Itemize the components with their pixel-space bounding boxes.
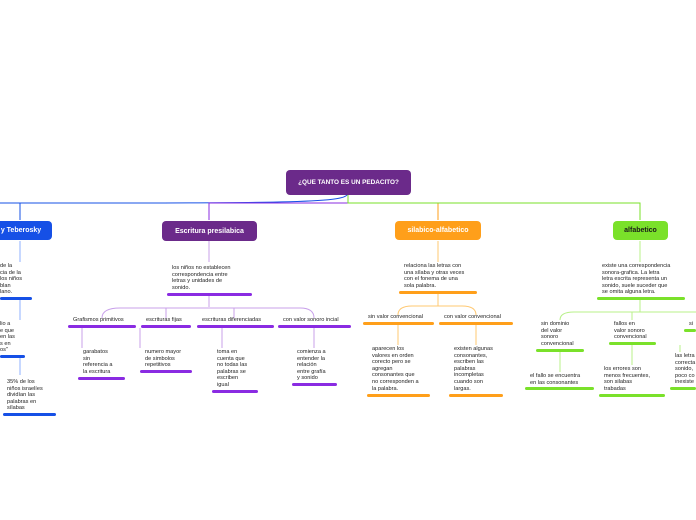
root-topic[interactable]: ¿QUE TANTO ES UN PEDACITO? bbox=[286, 170, 411, 195]
alfabetico-child-1-label: sin dominio del valor sonoro convenciona… bbox=[541, 321, 574, 347]
presilabica-child-2-desc: numero mayor de simbolos repetitivos bbox=[145, 349, 182, 369]
alfabetico-desc-underline bbox=[597, 297, 685, 300]
ferreiro-underline-2 bbox=[0, 355, 25, 358]
presilabica-child-1-desc: garabatos sin referencia a la escritura bbox=[83, 349, 113, 375]
alfabetico-child-2-underline bbox=[609, 342, 656, 345]
branch-silabico-alfabetico[interactable]: silabico-alfabetico bbox=[395, 221, 481, 240]
ferreiro-text-2: lio a e que en las s en os" bbox=[0, 321, 15, 354]
ferreiro-text-1: de la cia de la los niños blan lano. bbox=[0, 263, 23, 296]
presilabica-child-4-underline bbox=[278, 325, 351, 328]
presilabica-child-2-underline bbox=[141, 325, 191, 328]
presilabica-child-4-desc: comienza a entender la relación entre gr… bbox=[297, 349, 326, 382]
alfabetico-child-2-desc-underline bbox=[599, 394, 665, 397]
alfabetico-child-3-label: si bbox=[689, 321, 694, 327]
alfabetico-child-3-underline bbox=[684, 329, 696, 332]
silabico-desc-underline bbox=[399, 291, 477, 294]
alfabetico-child-2-desc: los errores son menos frecuentes, son si… bbox=[604, 366, 651, 392]
presilabica-desc: los niños no establecen correspondencia … bbox=[172, 265, 231, 291]
connector-root-presilabica bbox=[208, 195, 349, 220]
presilabica-child-3-label: escrituras diferenciadas bbox=[202, 317, 262, 323]
presilabica-child-4-label: con valor sonoro incial bbox=[283, 317, 339, 323]
presilabica-child-2-label: escrituras fijas bbox=[146, 317, 182, 323]
branch-presilabica-label: Escritura presilabica bbox=[175, 227, 244, 235]
connector-root-silabico bbox=[347, 195, 439, 220]
connector-root-alfabetico bbox=[347, 195, 641, 220]
presilabica-child-1-label: Grafismos primitivos bbox=[73, 317, 124, 323]
ferreiro-text-3: 35% de los niños israelíes dividían las … bbox=[7, 379, 43, 412]
branch-alfabetico[interactable]: alfabetico bbox=[613, 221, 668, 240]
silabico-child-1-underline bbox=[363, 322, 434, 325]
connector-root-ferreiro bbox=[0, 192, 349, 204]
silabico-child-2-desc-underline bbox=[449, 394, 503, 397]
branch-ferreiro-teberosky[interactable]: y Teberosky bbox=[0, 221, 52, 240]
alfabetico-child-1-underline bbox=[536, 349, 584, 352]
presilabica-child-2-desc-underline bbox=[140, 370, 192, 373]
alfabetico-child-2-label: fallos en valor sonoro convencional bbox=[614, 321, 647, 341]
presilabica-desc-underline bbox=[167, 293, 252, 296]
silabico-child-1-desc-underline bbox=[367, 394, 430, 397]
presilabica-child-3-desc: toma en cuenta que no todas las palabras… bbox=[217, 349, 248, 388]
branch-ferreiro-label: y Teberosky bbox=[0, 227, 42, 234]
alfabetico-child-1-desc-underline bbox=[525, 387, 594, 390]
silabico-desc: relaciona las letras con una sílaba y ot… bbox=[404, 263, 465, 289]
alfabetico-desc: existe una correspondencia sonora-grafic… bbox=[602, 263, 671, 296]
root-topic-label: ¿QUE TANTO ES UN PEDACITO? bbox=[298, 179, 399, 186]
branch-presilabica[interactable]: Escritura presilabica bbox=[162, 221, 257, 241]
branch-silabico-label: silabico-alfabetico bbox=[407, 227, 469, 234]
silabico-child-1-label: sin valor convencional bbox=[368, 314, 424, 320]
alfabetico-child-3-desc-underline bbox=[670, 387, 696, 390]
silabico-child-2-underline bbox=[439, 322, 513, 325]
alfabetico-child-1-desc: el fallo se encuentra en las consonantes bbox=[530, 373, 581, 386]
presilabica-child-1-underline bbox=[68, 325, 136, 328]
alfabetico-child-3-desc: las letra correcta sonido, poco co inexi… bbox=[675, 353, 696, 386]
presilabica-child-1-desc-underline bbox=[78, 377, 125, 380]
ferreiro-underline-1 bbox=[0, 297, 32, 300]
presilabica-child-3-desc-underline bbox=[212, 390, 258, 393]
presilabica-child-4-desc-underline bbox=[292, 383, 337, 386]
presilabica-child-3-underline bbox=[197, 325, 274, 328]
silabico-child-1-desc: aparecen los valores en orden corecto pe… bbox=[372, 346, 419, 392]
branch-alfabetico-label: alfabetico bbox=[624, 227, 657, 234]
silabico-child-2-label: con valor convencional bbox=[444, 314, 501, 320]
ferreiro-underline-3 bbox=[3, 413, 56, 416]
silabico-child-2-desc: existen algunas consonantes, escriben la… bbox=[454, 346, 493, 392]
